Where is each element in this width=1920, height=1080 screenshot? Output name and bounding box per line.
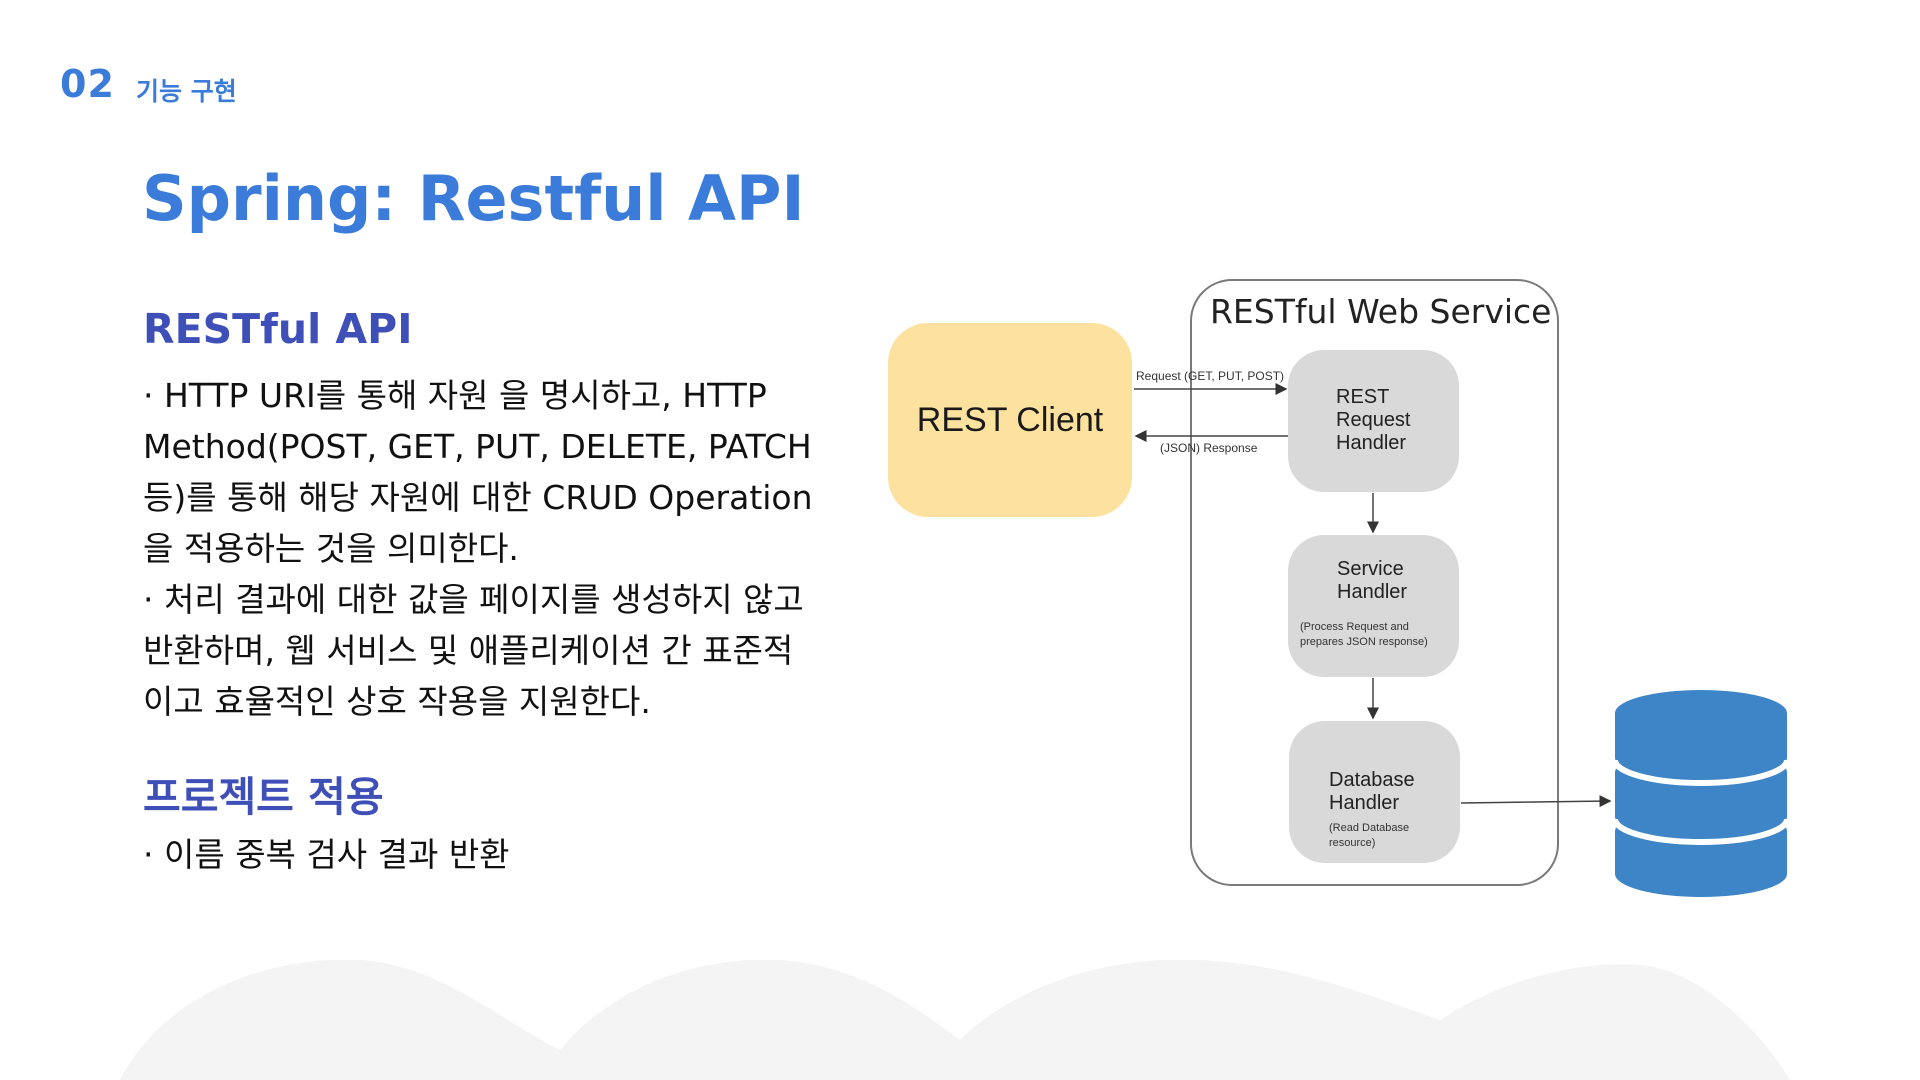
rest-client-box: REST Client (888, 323, 1132, 517)
rest-client-label: REST Client (916, 400, 1104, 439)
restful-api-paragraph-2: · 처리 결과에 대한 값을 페이지를 생성하지 않고 반환하며, 웹 서비스 … (143, 580, 804, 721)
service-handler-label: Service Handler (1337, 558, 1408, 603)
section-label: 기능 구현 (136, 77, 237, 106)
restful-api-description: · HTTP URI를 통해 자원 을 명시하고, HTTP Method(PO… (143, 370, 823, 727)
restful-api-heading: RESTful API (143, 305, 413, 353)
section-number: 02 (60, 62, 115, 106)
database-handler-note: (Read Database resource) (1329, 822, 1410, 849)
background-waves (120, 960, 1790, 1080)
database-handler-label: Database Handler (1329, 769, 1415, 814)
rest-request-handler-box: REST Request Handler (1288, 350, 1459, 492)
database-icon (1615, 690, 1787, 897)
database-handler-box: Database Handler (Read Database resource… (1289, 721, 1460, 863)
service-handler-box: Service Handler (Process Request and pre… (1288, 535, 1459, 677)
request-arrow-label: Request (GET, PUT, POST) (1136, 369, 1285, 383)
database-handler-to-db-arrow (1460, 795, 1612, 808)
restful-web-service-title: RESTful Web Service (1210, 292, 1552, 331)
restful-api-paragraph-1: · HTTP URI를 통해 자원 을 명시하고, HTTP Method(PO… (143, 376, 813, 568)
project-application-description: · 이름 중복 검사 결과 반환 (143, 829, 823, 880)
project-application-paragraph-1: · 이름 중복 검사 결과 반환 (143, 835, 510, 874)
response-arrow-label: (JSON) Response (1160, 441, 1258, 455)
rest-request-handler-label: REST Request Handler (1336, 386, 1411, 454)
slide-title: Spring: Restful API (142, 162, 805, 235)
project-application-heading: 프로젝트 적용 (143, 773, 384, 821)
service-handler-note: (Process Request and prepares JSON respo… (1300, 621, 1428, 648)
restful-web-service-box (1190, 279, 1559, 886)
